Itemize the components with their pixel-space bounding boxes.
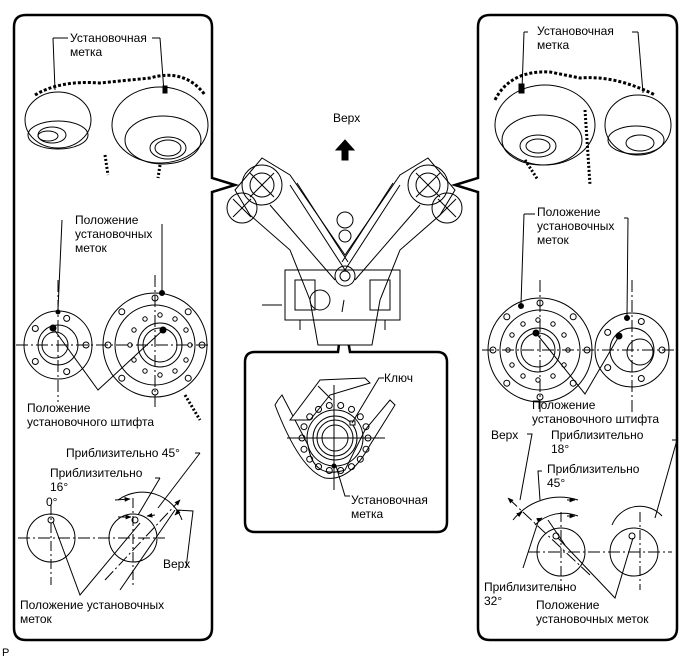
bolt-hole <box>604 328 612 336</box>
bolt-hole <box>118 374 126 382</box>
bolt-hole <box>356 455 364 463</box>
bolt-hole <box>142 316 148 322</box>
right-angle-diagram <box>507 433 678 599</box>
left-zero-degree-label: 0° <box>46 495 58 509</box>
bolt-hole <box>63 314 71 322</box>
left-approx-45-label: Приблизительно 45° <box>66 446 180 460</box>
bolt-hole <box>298 434 306 442</box>
bolt-hole <box>306 455 314 463</box>
figure-code: P <box>2 647 10 659</box>
right-up-label: Верх <box>491 428 519 442</box>
left-top-timing-mark-label: Установочная метка <box>70 31 147 59</box>
bolt-hole <box>561 332 567 338</box>
bolt-hole <box>63 368 71 376</box>
bolt-hole <box>183 327 189 333</box>
bolt-hole <box>325 467 333 474</box>
right-approx-32-label: Приблизительно 32° <box>484 580 577 608</box>
bolt-hole <box>569 313 577 321</box>
bolt-hole <box>131 357 137 363</box>
right-approx-45-label: Приблизительно 45° <box>547 462 640 490</box>
bolt-hole <box>325 402 333 409</box>
right-top-timing-mark-label: Установочная метка <box>537 24 614 52</box>
bolt-hole <box>172 316 178 322</box>
left-pin-position-label: Положение установочного штифта <box>27 401 154 429</box>
right-mark-positions-label: Положение установочных меток <box>537 205 615 247</box>
bolt-hole <box>183 357 189 363</box>
bolt-hole <box>509 362 515 368</box>
bolt-hole <box>348 463 355 471</box>
right-bottom-marks-label: Положение установочных меток <box>536 598 649 626</box>
bolt-hole <box>131 327 137 333</box>
left-bottom-marks-label: Положение установочных меток <box>20 598 165 626</box>
right-panel-border <box>450 13 679 642</box>
left-mid-sprockets <box>16 219 212 421</box>
bolt-hole <box>364 434 372 442</box>
bolt-hole <box>315 405 322 413</box>
center-up-label: Верх <box>333 111 361 125</box>
left-mark-positions-label: Положение установочных меток <box>75 213 153 255</box>
bolt-hole <box>157 312 163 318</box>
bolt-hole <box>637 375 645 382</box>
bolt-hole <box>356 413 364 421</box>
bolt-hole <box>184 374 192 382</box>
up-arrow-icon <box>334 139 356 161</box>
bolt-hole <box>31 358 39 365</box>
right-mid-sprockets <box>482 213 675 415</box>
left-top-sprockets <box>24 37 209 179</box>
bolt-hole <box>503 379 511 387</box>
left-approx-16-label: Приблизительно 16° <box>50 466 143 494</box>
bolt-hole <box>315 463 322 471</box>
bolt-hole <box>306 413 314 421</box>
engine-illustration <box>226 139 463 346</box>
right-top-sprockets <box>493 31 672 186</box>
left-angle-diagram <box>18 452 201 596</box>
bolt-hole <box>348 405 355 413</box>
bolt-hole <box>31 325 39 332</box>
bolt-hole <box>509 332 515 338</box>
right-approx-18-label: Приблизительно 18° <box>551 428 644 456</box>
bolt-hole <box>337 467 345 474</box>
crank-key-label: Ключ <box>384 371 413 385</box>
crank-timing-mark-label: Установочная метка <box>351 493 428 521</box>
bolt-hole <box>157 372 163 378</box>
bolt-hole <box>520 321 526 327</box>
left-panel-border <box>12 13 240 642</box>
bolt-hole <box>503 313 511 321</box>
bolt-hole <box>300 423 308 431</box>
bolt-hole <box>550 373 556 379</box>
right-pin-position-label: Положение установочного штифта <box>532 398 659 426</box>
crank-panel-border <box>243 311 449 534</box>
bolt-hole <box>362 445 370 453</box>
bolt-hole <box>362 423 370 431</box>
crank-sprocket-detail <box>274 377 396 497</box>
bolt-hole <box>520 373 526 379</box>
bolt-hole <box>142 368 148 374</box>
bolt-hole <box>172 368 178 374</box>
bolt-hole <box>300 445 308 453</box>
bolt-hole <box>604 364 612 372</box>
left-up-label: Верх <box>163 557 191 571</box>
bolt-hole <box>637 318 645 325</box>
bolt-hole <box>337 402 345 409</box>
bolt-hole <box>550 321 556 327</box>
bolt-hole <box>184 308 192 316</box>
bolt-hole <box>118 308 126 316</box>
